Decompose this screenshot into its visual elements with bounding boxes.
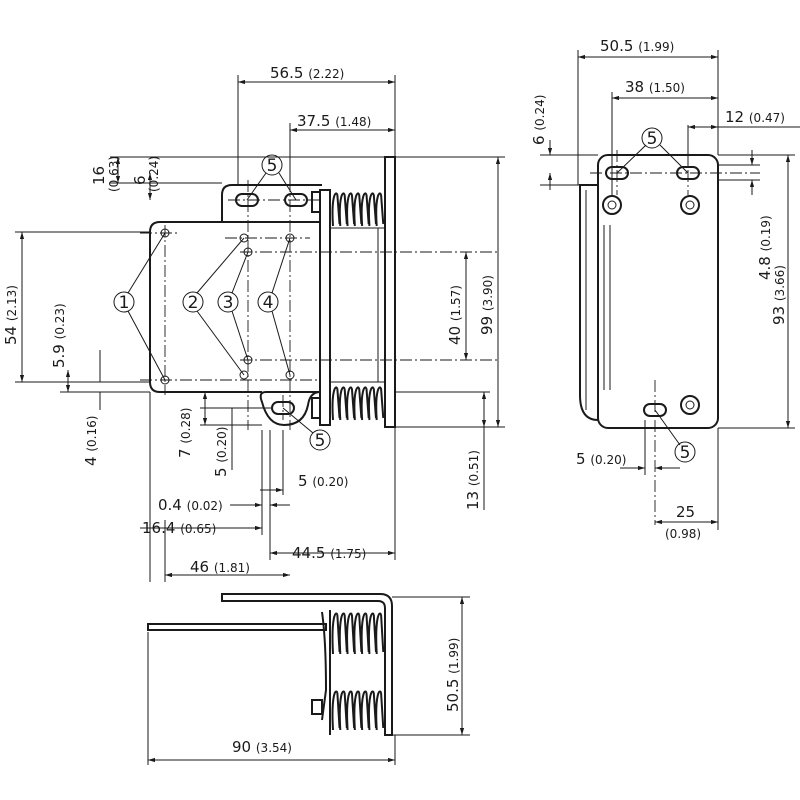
side-dim-38: 38 (1.50)	[625, 78, 685, 96]
dim-56-5: 56.5 (2.22)	[270, 64, 344, 82]
coil-spring	[331, 192, 385, 227]
svg-text:2: 2	[188, 293, 199, 313]
side-callout-5-bottom: 5	[674, 441, 696, 463]
dim-6-inch: (0.24)	[147, 156, 161, 192]
dim-99: 99 (3.90)	[478, 275, 496, 335]
callout-2: 2	[182, 291, 204, 313]
side-view: 5 5 50.5 (1.99) 38 (1.50) 12 (0.47) 6 (0…	[530, 37, 800, 541]
dim-7: 7 (0.28)	[176, 408, 194, 458]
svg-text:5: 5	[315, 431, 326, 451]
side-dim-93: 93 (3.66)	[770, 265, 788, 325]
callout-5-top: 5	[261, 154, 283, 176]
svg-text:5: 5	[267, 156, 278, 176]
dim-16: 16	[90, 166, 108, 185]
coil-spring	[331, 386, 385, 421]
side-dim-6: 6 (0.24)	[530, 95, 548, 145]
side-dim-12: 12 (0.47)	[725, 108, 785, 126]
callout-4: 4	[257, 291, 279, 313]
callout-5-bottom: 5	[309, 429, 331, 451]
bottom-dim-50-5: 50.5 (1.99)	[444, 638, 462, 712]
side-dim-25-inch: (0.98)	[665, 527, 701, 541]
dim-13: 13 (0.51)	[464, 450, 482, 510]
dim-37-5: 37.5 (1.48)	[297, 112, 371, 130]
dim-46: 46 (1.81)	[190, 558, 250, 576]
dim-40: 40 (1.57)	[446, 285, 464, 345]
svg-text:1: 1	[119, 293, 130, 313]
coil-spring	[331, 690, 385, 731]
dim-16-4: 16.4 (0.65)	[142, 519, 216, 537]
dim-6: 6	[131, 175, 149, 185]
side-callout-5-top: 5	[641, 127, 663, 149]
screw-heads	[602, 195, 700, 415]
svg-text:5: 5	[680, 443, 691, 463]
svg-text:5: 5	[647, 129, 658, 149]
bottom-view: 50.5 (1.99) 90 (3.54)	[147, 593, 470, 765]
dim-16-inch: (0.63)	[107, 156, 121, 192]
front-view: 1 2 3 4 5 5	[2, 64, 505, 582]
dim-5-vertical: 5 (0.20)	[212, 427, 230, 477]
svg-text:4: 4	[263, 293, 274, 313]
svg-text:3: 3	[223, 293, 234, 313]
dim-5-9: 5.9 (0.23)	[50, 303, 68, 368]
side-dim-25: 25	[676, 503, 695, 521]
callout-3: 3	[217, 291, 239, 313]
dim-54: 54 (2.13)	[2, 285, 20, 345]
dim-0-4: 0.4 (0.02)	[158, 496, 223, 514]
coil-spring	[331, 612, 385, 655]
bottom-dim-90: 90 (3.54)	[232, 738, 292, 756]
dim-4: 4 (0.16)	[82, 416, 100, 466]
dim-44-5: 44.5 (1.75)	[292, 544, 366, 562]
side-dim-5: 5 (0.20)	[576, 450, 626, 468]
dim-5-horizontal: 5 (0.20)	[298, 472, 348, 490]
side-dim-50-5: 50.5 (1.99)	[600, 37, 674, 55]
side-dim-4-8: 4.8 (0.19)	[756, 215, 774, 280]
callout-1: 1	[113, 291, 135, 313]
